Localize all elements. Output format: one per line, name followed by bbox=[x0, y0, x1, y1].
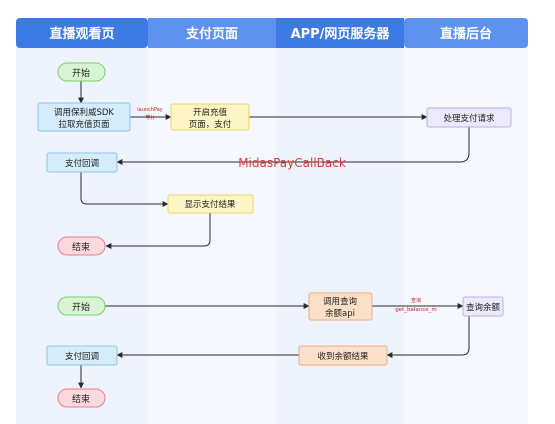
end-node: 结束 bbox=[57, 236, 106, 256]
launch-pay-edge-label-line2: 等() bbox=[146, 114, 155, 121]
call-sdk-label-line2: 拉取充值页面 bbox=[58, 119, 110, 130]
lane-header-4 bbox=[404, 18, 528, 48]
handle-request-node: 处理支付请求 bbox=[426, 107, 512, 128]
lane-background-2 bbox=[148, 18, 276, 424]
start-node: 开始 bbox=[57, 62, 106, 82]
lane-headers: 直播观看页 支付页面 APP/网页服务器 直播后台 bbox=[16, 18, 528, 48]
call-sdk-label-line1: 调用保利威SDK bbox=[54, 107, 114, 118]
call-sdk-node: 调用保利威SDK 拉取充值页面 bbox=[37, 102, 131, 132]
nodes-flow1: 开始 调用保利威SDK 拉取充值页面 开启充值 页面，支付 处理支付请求 支付回… bbox=[37, 62, 512, 256]
lane-title-2: 支付页面 bbox=[185, 26, 238, 42]
show-result-node: 显示支付结果 bbox=[167, 194, 254, 214]
query-balance-node: 查询余额 bbox=[462, 296, 504, 317]
lane-title-4: 直播后台 bbox=[440, 26, 492, 42]
receive-result-label: 收到余额结果 bbox=[317, 351, 369, 362]
lane-header-1 bbox=[16, 18, 148, 48]
open-pay-label-line1: 开启充值 bbox=[193, 107, 228, 118]
query-balance-label: 查询余额 bbox=[466, 302, 501, 313]
query-edge-label-line2: get_balance_m bbox=[395, 307, 437, 313]
arrow-show-result-to-end bbox=[105, 213, 211, 249]
query-api-node: 调用查询 余额api bbox=[308, 292, 373, 321]
pay-callback-label: 支付回调 bbox=[65, 158, 99, 169]
receive-result-node: 收到余额结果 bbox=[298, 345, 388, 366]
start-node-2-label: 开始 bbox=[72, 301, 90, 313]
lane-header-3 bbox=[276, 18, 404, 48]
start-node-label: 开始 bbox=[72, 67, 90, 79]
query-edge-label-line1: 查询 bbox=[411, 297, 421, 304]
edge-labels: launchPay 等() MidasPayCallBack 查询 get_ba… bbox=[137, 107, 437, 313]
nodes-flow2: 开始 调用查询 余额api 查询余额 收到余额结果 支付回调 结束 bbox=[46, 292, 504, 408]
lane-title-1: 直播观看页 bbox=[49, 26, 114, 42]
connectors-flow1 bbox=[78, 81, 470, 249]
open-pay-node: 开启充值 页面，支付 bbox=[170, 103, 250, 131]
start-node-2: 开始 bbox=[57, 296, 106, 316]
lane-backgrounds bbox=[16, 18, 528, 424]
open-pay-label-line2: 页面，支付 bbox=[189, 119, 232, 130]
pay-callback-node: 支付回调 bbox=[46, 152, 118, 173]
query-api-label-line2: 余额api bbox=[325, 308, 355, 319]
lane-background-4 bbox=[404, 18, 528, 424]
arrow-handle-to-callback bbox=[116, 127, 470, 165]
pay-callback-node-2: 支付回调 bbox=[46, 345, 118, 366]
end-node-2-label: 结束 bbox=[72, 393, 90, 405]
pay-callback-2-label: 支付回调 bbox=[65, 351, 99, 362]
query-api-label-line1: 调用查询 bbox=[323, 296, 357, 307]
launch-pay-edge-label-line1: launchPay bbox=[137, 107, 163, 113]
handle-request-label: 处理支付请求 bbox=[443, 113, 495, 124]
show-result-label: 显示支付结果 bbox=[184, 199, 236, 210]
lane-header-2 bbox=[148, 18, 276, 48]
end-node-label: 结束 bbox=[72, 241, 90, 253]
end-node-2: 结束 bbox=[57, 388, 106, 408]
callback-edge-label: MidasPayCallBack bbox=[238, 156, 346, 170]
arrow-callback-to-show-result bbox=[80, 172, 169, 207]
arrow-query-balance-to-receive bbox=[386, 316, 470, 358]
lane-title-3: APP/网页服务器 bbox=[291, 26, 391, 42]
connectors-flow2 bbox=[78, 303, 470, 389]
